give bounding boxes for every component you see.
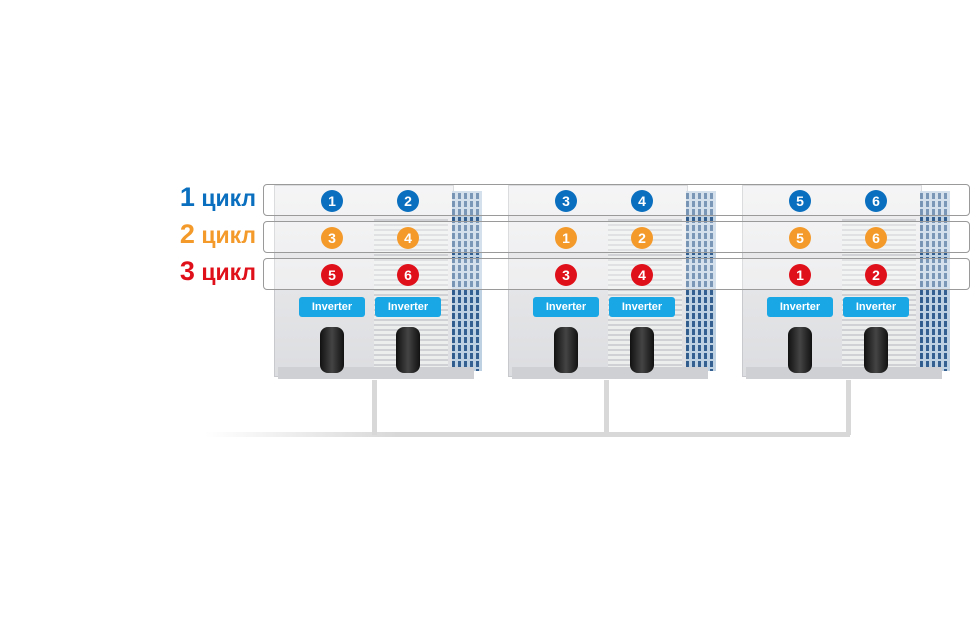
cycle-band-1 bbox=[263, 184, 970, 216]
compressor-order-badge: 1 bbox=[789, 264, 811, 286]
compressor-order-badge: 3 bbox=[555, 264, 577, 286]
compressor-order-badge: 3 bbox=[321, 227, 343, 249]
compressor-icon bbox=[320, 327, 344, 373]
compressor-icon bbox=[788, 327, 812, 373]
cycle-label-2: 2 цикл bbox=[179, 219, 256, 249]
outdoor-unit-2: Inverter Inverter bbox=[508, 185, 718, 381]
cycle-label-3: 3 цикл bbox=[179, 256, 256, 286]
compressor-icon bbox=[554, 327, 578, 373]
compressor-order-badge: 2 bbox=[397, 190, 419, 212]
pipe-unit-2 bbox=[604, 380, 609, 435]
compressor-icon bbox=[396, 327, 420, 373]
compressor-order-badge: 1 bbox=[555, 227, 577, 249]
inverter-badge: Inverter bbox=[299, 297, 365, 317]
compressor-order-badge: 5 bbox=[789, 190, 811, 212]
compressor-order-badge: 4 bbox=[631, 190, 653, 212]
unit-base bbox=[746, 367, 942, 379]
compressor-icon bbox=[864, 327, 888, 373]
cycle-label-1: 1 цикл bbox=[179, 182, 256, 212]
pipe-main bbox=[205, 432, 850, 437]
inverter-badge: Inverter bbox=[375, 297, 441, 317]
pipe-unit-3 bbox=[846, 380, 851, 435]
compressor-order-badge: 3 bbox=[555, 190, 577, 212]
inverter-badge: Inverter bbox=[609, 297, 675, 317]
unit-base bbox=[512, 367, 708, 379]
inverter-badge: Inverter bbox=[767, 297, 833, 317]
compressor-icon bbox=[630, 327, 654, 373]
compressor-order-badge: 6 bbox=[865, 190, 887, 212]
compressor-order-badge: 2 bbox=[631, 227, 653, 249]
inverter-badge: Inverter bbox=[533, 297, 599, 317]
cycle-band-2 bbox=[263, 221, 970, 253]
compressor-order-badge: 4 bbox=[631, 264, 653, 286]
compressor-order-badge: 6 bbox=[397, 264, 419, 286]
inverter-badge: Inverter bbox=[843, 297, 909, 317]
compressor-order-badge: 4 bbox=[397, 227, 419, 249]
compressor-order-badge: 5 bbox=[321, 264, 343, 286]
unit-base bbox=[278, 367, 474, 379]
compressor-order-badge: 5 bbox=[789, 227, 811, 249]
pipe-unit-1 bbox=[372, 380, 377, 435]
compressor-order-badge: 6 bbox=[865, 227, 887, 249]
cycle-band-3 bbox=[263, 258, 970, 290]
compressor-order-badge: 1 bbox=[321, 190, 343, 212]
compressor-order-badge: 2 bbox=[865, 264, 887, 286]
